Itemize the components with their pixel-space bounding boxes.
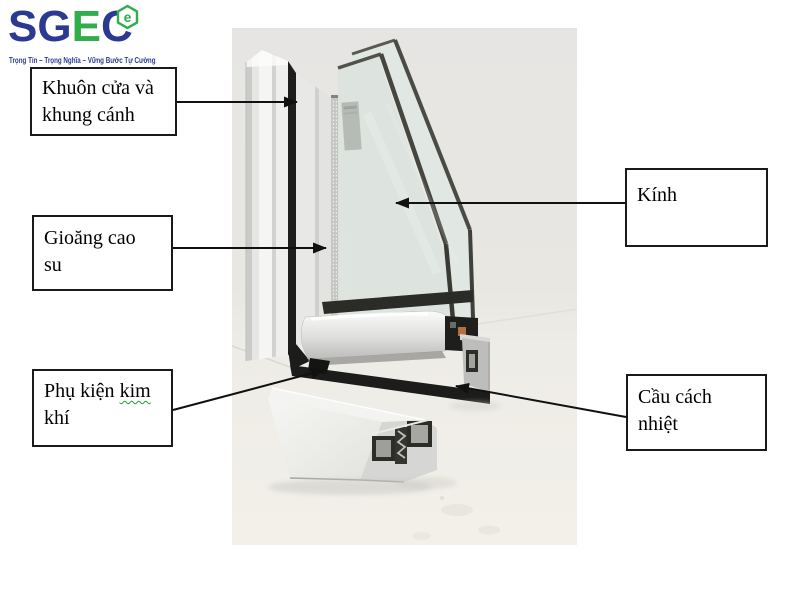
label-box-frame: Khuôn cửa và khung cánh xyxy=(30,67,177,136)
sash-profile xyxy=(300,310,458,366)
label-line: khung cánh xyxy=(42,104,135,126)
glass-sticker xyxy=(341,101,362,151)
label-line: khí xyxy=(44,407,70,429)
hardware-clip xyxy=(458,327,466,336)
label-box-thermal: Cầu cách nhiệt xyxy=(626,374,767,451)
wall-floor-line-right xyxy=(477,308,577,325)
logo-letters-sg: SG xyxy=(8,2,72,51)
sgec-logo: SGEC e Trọng Tín – Trọng Nghĩa – Vững Bư… xyxy=(8,2,228,74)
glazing-bead xyxy=(322,290,473,314)
gasket-corner xyxy=(288,344,310,370)
label-box-glass: Kính xyxy=(625,168,768,247)
label-line: su xyxy=(44,254,62,276)
label-box-hardware: Phụ kiện kim khí xyxy=(32,369,173,447)
logo-tagline: Trọng Tín – Trọng Nghĩa – Vững Bước Tự C… xyxy=(9,56,156,65)
label-line: Cầu cách xyxy=(638,386,712,408)
badge-letter: e xyxy=(124,9,132,25)
hardware-and-thermal-break xyxy=(445,316,490,392)
rubber-gasket-strip xyxy=(288,50,296,361)
label-text-spellchecked: kim xyxy=(119,380,151,402)
logo-letter-e: E xyxy=(71,2,101,51)
logo-hexagon-badge-icon: e xyxy=(116,4,139,30)
label-line: Gioăng cao xyxy=(44,227,136,249)
floor-shadows xyxy=(268,401,501,540)
window-profile-photo xyxy=(232,28,577,545)
label-text: Phụ kiện xyxy=(44,380,115,402)
label-line: Kính xyxy=(637,184,677,206)
hexagon-outline xyxy=(116,4,139,30)
window-frame-profile xyxy=(245,50,331,370)
label-box-gasket: Gioăng cao su xyxy=(32,215,173,291)
label-line: Khuôn cửa và xyxy=(42,77,154,99)
label-line: nhiệt xyxy=(638,413,678,435)
label-line: Phụ kiện kim xyxy=(44,378,161,405)
